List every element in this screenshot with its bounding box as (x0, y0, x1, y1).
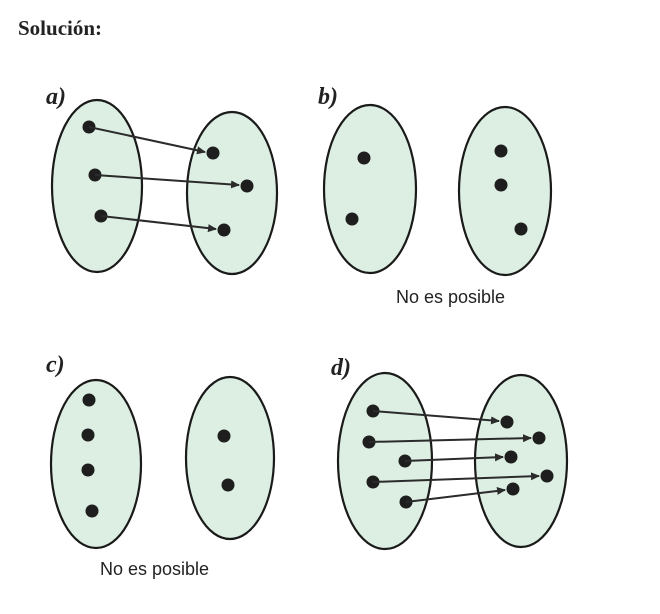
part-a-diagram (50, 98, 279, 276)
part-c-codomain-set (184, 375, 276, 541)
part-d-diagram (336, 371, 569, 551)
part-b-domain-set (322, 103, 418, 275)
part-b-codomain-element (494, 144, 508, 158)
part-a-domain-set (50, 98, 144, 274)
part-d-codomain-element (504, 450, 518, 464)
part-c-diagram (49, 375, 276, 550)
part-d-codomain-element (532, 431, 546, 445)
part-d-mapping-arrow (404, 453, 504, 462)
part-a-mapping-arrow (100, 215, 217, 233)
part-c-codomain-element (221, 478, 235, 492)
part-b-label: b) (318, 84, 338, 110)
part-a-codomain-element (217, 223, 231, 237)
part-a-codomain-element (206, 146, 220, 160)
part-a-label: a) (46, 84, 66, 110)
solution-heading: Solución: (18, 16, 103, 40)
part-d-codomain-element (540, 469, 554, 483)
part-a-codomain-set (185, 110, 279, 276)
part-c-label: c) (46, 352, 65, 378)
part-b-domain-element (345, 212, 359, 226)
part-b-note: No es posible (396, 287, 506, 307)
part-a-codomain-element (240, 179, 254, 193)
part-c-domain-element (81, 463, 95, 477)
part-c-domain-element (85, 504, 99, 518)
part-b-codomain-element (514, 222, 528, 236)
part-d-mapping-arrow (372, 410, 500, 425)
part-c-codomain-element (217, 429, 231, 443)
part-d-label: d) (331, 355, 351, 381)
part-d-mapping-arrow (368, 434, 532, 443)
part-d-codomain-set (473, 373, 569, 549)
part-c-note: No es posible (100, 559, 210, 579)
part-b-codomain-element (494, 178, 508, 192)
part-d-mapping-arrow (405, 486, 506, 503)
part-b-codomain-set (457, 105, 553, 277)
part-d-codomain-element (500, 415, 514, 429)
part-c-domain-element (82, 393, 96, 407)
part-d-mapping-arrow (372, 472, 540, 483)
part-b-domain-element (357, 151, 371, 165)
part-c-domain-set (49, 378, 143, 550)
part-a-mapping-arrow (88, 126, 206, 155)
part-d-codomain-element (506, 482, 520, 496)
part-a-mapping-arrow (94, 174, 240, 189)
part-b-diagram (322, 103, 553, 277)
part-c-domain-element (81, 428, 95, 442)
